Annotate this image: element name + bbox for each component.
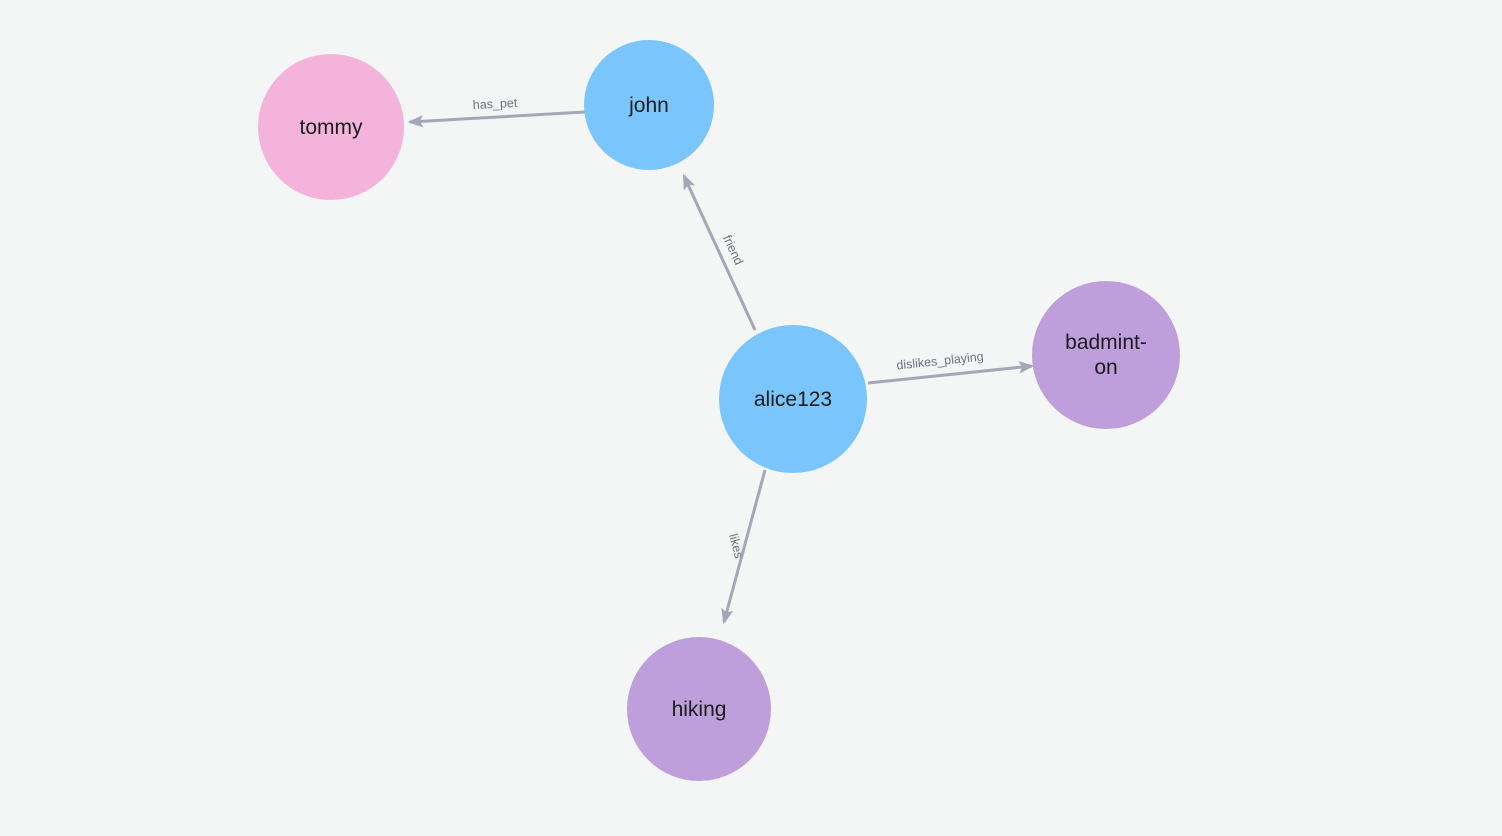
graph-node-label: tommy — [299, 115, 363, 139]
edge-label: has_pet — [472, 95, 518, 113]
graph-node-tommy[interactable]: tommy — [258, 54, 404, 200]
graph-node-label: alice123 — [753, 387, 833, 411]
graph-node-badminton[interactable]: badmint- on — [1032, 281, 1180, 429]
graph-node-label: john — [629, 93, 669, 117]
graph-node-label: hiking — [671, 697, 727, 721]
graph-node-label: badmint- on — [1065, 331, 1147, 379]
graph-node-john[interactable]: john — [584, 40, 714, 170]
graph-edge[interactable] — [407, 110, 586, 128]
graph-edge[interactable] — [867, 361, 1035, 385]
graph-node-alice123[interactable]: alice123 — [719, 325, 867, 473]
graph-edge[interactable] — [682, 173, 757, 331]
graph-node-hiking[interactable]: hiking — [627, 637, 771, 781]
graph-edge[interactable] — [721, 469, 767, 625]
